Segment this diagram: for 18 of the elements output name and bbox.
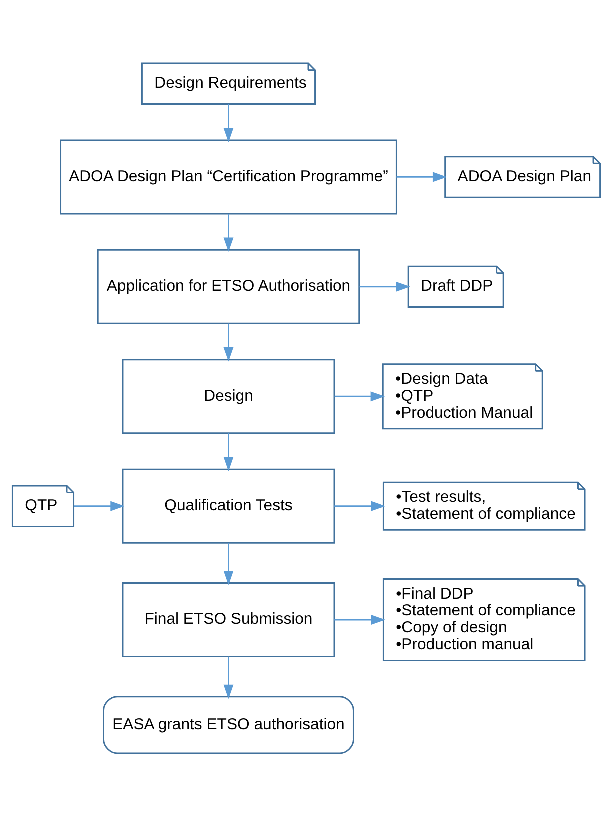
arrow: [396, 172, 448, 182]
node-box: ADOA Design Plan “Certification Programme”: [60, 140, 398, 215]
node-box: Application for ETSO Authorisation: [97, 249, 360, 324]
arrow: [360, 282, 410, 292]
arrow: [334, 615, 386, 625]
arrow: [224, 214, 234, 252]
arrow: [334, 392, 386, 402]
arrow: [224, 543, 234, 586]
node-box: EASA grants ETSO authorisation: [103, 696, 354, 754]
node-box: Design: [122, 359, 336, 434]
arrow: [224, 656, 234, 700]
arrow: [224, 324, 234, 362]
node-box: Qualification Tests: [122, 468, 336, 544]
arrow: [74, 501, 125, 512]
arrow: [224, 434, 234, 472]
arrow: [334, 501, 386, 512]
arrow: [224, 104, 234, 142]
node-box: Final ETSO Submission: [122, 582, 336, 658]
